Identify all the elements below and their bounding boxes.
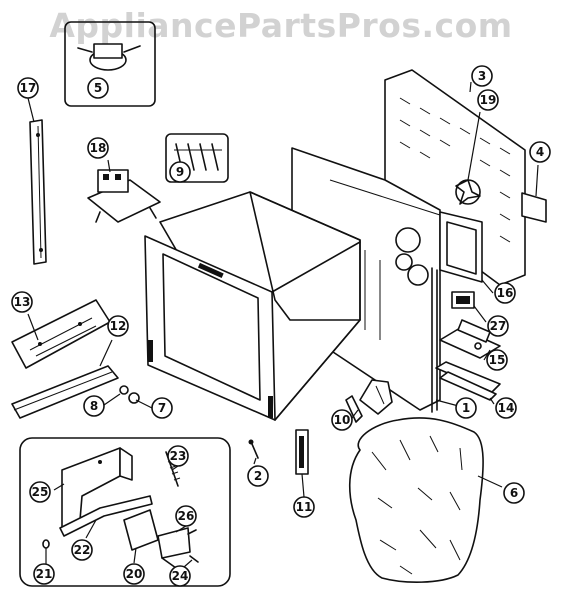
svg-text:21: 21 [36, 567, 53, 581]
part-4-plate [521, 192, 547, 223]
part-5-inset [64, 21, 156, 107]
part-17-rail [29, 119, 47, 265]
svg-text:19: 19 [480, 93, 497, 107]
svg-text:12: 12 [110, 319, 127, 333]
leader-lines [27, 81, 539, 568]
svg-text:9: 9 [176, 165, 184, 179]
part-6-insulation [348, 417, 484, 583]
svg-text:18: 18 [90, 141, 107, 155]
svg-text:4: 4 [536, 145, 544, 159]
part-2-screw [248, 439, 259, 459]
svg-text:26: 26 [178, 509, 195, 523]
svg-text:15: 15 [489, 353, 506, 367]
callout-21: 21 [33, 563, 55, 585]
part-11-strip [295, 429, 309, 475]
svg-text:27: 27 [490, 319, 507, 333]
svg-text:10: 10 [334, 413, 351, 427]
callout-6: 6 [503, 482, 525, 504]
watermark-text: AppliancePartsPros.com [49, 6, 513, 45]
callout-22: 22 [71, 539, 93, 561]
callout-14: 14 [495, 397, 517, 419]
svg-text:7: 7 [158, 401, 166, 415]
oven-cavity [144, 191, 361, 421]
callout-15: 15 [486, 349, 508, 371]
part-19-fan [455, 179, 481, 205]
svg-text:23: 23 [170, 449, 187, 463]
svg-text:24: 24 [172, 569, 189, 583]
part-10-latch [345, 379, 393, 423]
part-12-strip [11, 365, 119, 419]
svg-text:11: 11 [296, 500, 313, 514]
part-14-strip [435, 361, 501, 401]
callout-24: 24 [169, 565, 191, 587]
callout-18: 18 [87, 137, 109, 159]
callout-1: 1 [455, 397, 477, 419]
svg-text:25: 25 [32, 485, 49, 499]
callout-11: 11 [293, 496, 315, 518]
svg-text:2: 2 [254, 469, 262, 483]
callout-19: 19 [477, 89, 499, 111]
svg-text:8: 8 [90, 399, 98, 413]
callout-7: 7 [151, 397, 173, 419]
part-16-box [439, 211, 483, 283]
part-9-inset [165, 133, 229, 183]
lower-inset [19, 437, 231, 587]
callout-13: 13 [11, 291, 33, 313]
svg-text:22: 22 [74, 543, 91, 557]
callout-8: 8 [83, 395, 105, 417]
callout-12: 12 [107, 315, 129, 337]
callout-25: 25 [29, 481, 51, 503]
callout-16: 16 [494, 282, 516, 304]
svg-text:20: 20 [126, 567, 143, 581]
callout-17: 17 [17, 77, 39, 99]
svg-text:6: 6 [510, 486, 518, 500]
callout-23: 23 [167, 445, 189, 467]
callout-5: 5 [87, 77, 109, 99]
callout-2: 2 [247, 465, 269, 487]
part-15-bracket [439, 319, 501, 359]
svg-text:5: 5 [94, 81, 102, 95]
part-18-switch [87, 169, 161, 223]
callout-9: 9 [169, 161, 191, 183]
svg-text:13: 13 [14, 295, 31, 309]
svg-text:1: 1 [462, 401, 470, 415]
part-27-block [451, 291, 475, 309]
part-1-rod [431, 267, 438, 413]
callout-27: 27 [487, 315, 509, 337]
callout-3: 3 [471, 65, 493, 87]
callout-20: 20 [123, 563, 145, 585]
callout-10: 10 [331, 409, 353, 431]
svg-text:3: 3 [478, 69, 486, 83]
svg-text:14: 14 [498, 401, 515, 415]
svg-text:16: 16 [497, 286, 514, 300]
callout-26: 26 [175, 505, 197, 527]
svg-text:17: 17 [20, 81, 37, 95]
callout-4: 4 [529, 141, 551, 163]
